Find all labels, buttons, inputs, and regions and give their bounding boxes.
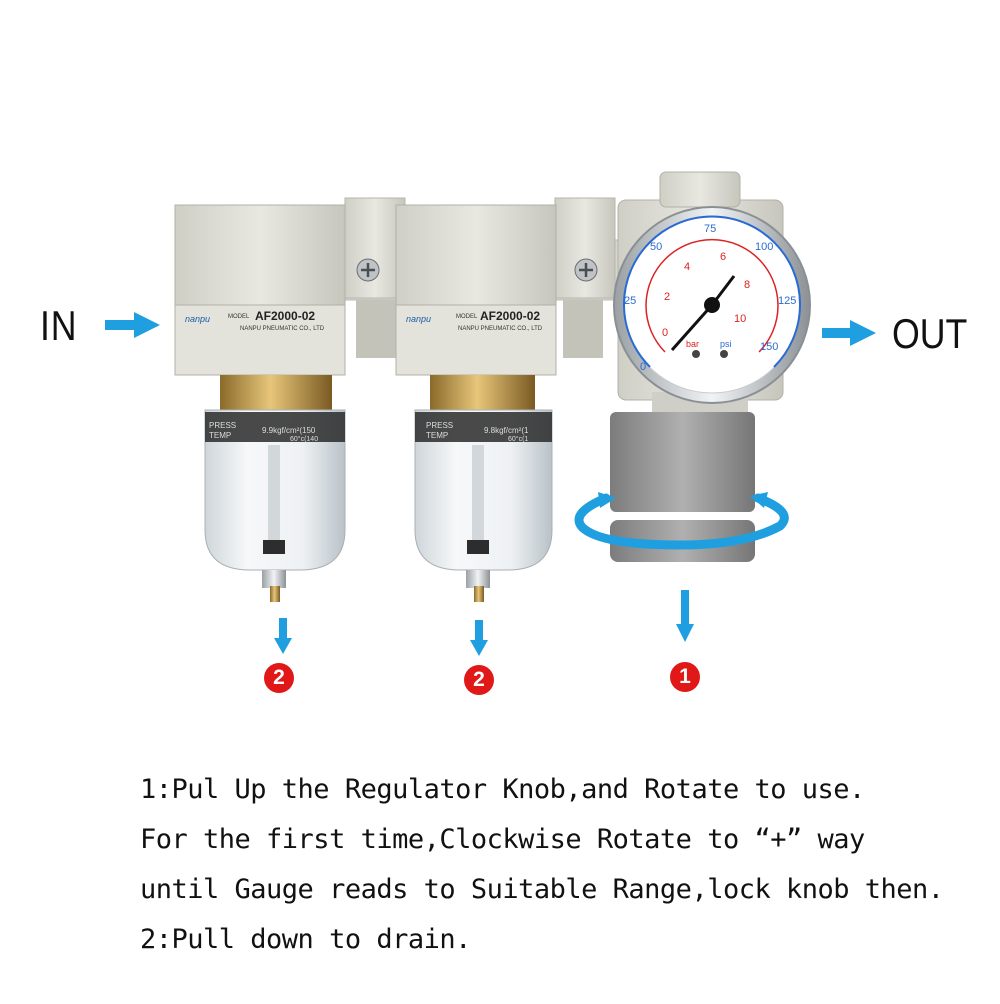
screw-slot-icon [579, 263, 593, 277]
regulator-cap [659, 171, 741, 208]
step-badge-regulator: 1 [670, 662, 700, 692]
regulator-knob[interactable] [610, 412, 755, 512]
psi-tick-label: 125 [778, 295, 796, 307]
bowl-guard-band [415, 412, 552, 442]
bar-tick-label: 8 [744, 279, 750, 291]
filter-middle: nanpu MODEL AF2000-02 NANPU PNEUMATIC CO… [395, 204, 557, 602]
bar-tick-labels: 0 2 4 6 8 10 [662, 251, 750, 339]
maker-label: NANPU PNEUMATIC CO., LTD [240, 326, 325, 332]
gauge-unit-psi: psi [720, 339, 732, 349]
instruction-line: 1:Pul Up the Regulator Knob,and Rotate t… [140, 774, 865, 805]
rotate-arrow-icon [574, 492, 789, 550]
step-badge-drain-left: 2 [264, 663, 294, 693]
drain-stem [472, 445, 484, 550]
maker-label: NANPU PNEUMATIC CO., LTD [458, 326, 543, 332]
psi-tick-label: 75 [704, 223, 716, 235]
brand-label: nanpu [185, 314, 210, 324]
drain-nozzle [270, 586, 280, 602]
inlet-label: IN [40, 302, 78, 349]
gauge-screw-icon [692, 350, 700, 358]
bar-tick-label: 4 [684, 261, 690, 273]
gauge-hub [704, 297, 720, 313]
psi-tick-label: 50 [650, 241, 662, 253]
filter-head [174, 204, 346, 311]
model-word: MODEL [228, 314, 250, 320]
gauge-unit-bar: bar [686, 339, 699, 349]
press-spec: 9.8kgf/cm²(1 [484, 426, 529, 435]
outlet-arrow-icon [822, 320, 876, 346]
drain-valve [466, 570, 490, 588]
temp-spec: 60°c(1 [508, 435, 528, 443]
bracket-right [563, 300, 603, 358]
filter-head [395, 204, 557, 311]
temp-word: TEMP [426, 431, 448, 440]
filter-left: nanpu MODEL AF2000-02 NANPU PNEUMATIC CO… [174, 204, 346, 602]
screw-slot-icon [361, 263, 375, 277]
bar-scale-arc [645, 238, 779, 353]
pull-down-arrow-icon [676, 590, 694, 642]
psi-scale-arc [623, 215, 801, 368]
psi-tick-label: 150 [760, 341, 778, 353]
drain-seal [467, 540, 489, 554]
drain-nozzle [474, 586, 484, 602]
drain-arrow-icon [470, 620, 488, 656]
gauge-screw-icon [720, 350, 728, 358]
outlet-label: OUT [892, 310, 968, 357]
psi-tick-label: 100 [755, 241, 773, 253]
drain-stem [268, 445, 280, 550]
instruction-line: 2:Pull down to drain. [140, 924, 471, 955]
drain-seal [263, 540, 285, 554]
bar-tick-label: 6 [720, 251, 726, 263]
press-spec: 9.9kgf/cm²(150 [262, 426, 316, 435]
drain-arrow-icon [274, 618, 292, 654]
bar-tick-label: 2 [664, 291, 670, 303]
gauge-needle-tail [670, 304, 714, 351]
psi-tick-labels: 0 25 50 75 100 125 150 [624, 223, 796, 373]
filter-label-plate [395, 304, 557, 376]
instructions-block: 1:Pul Up the Regulator Knob,and Rotate t… [140, 765, 980, 965]
brand-label: nanpu [406, 314, 431, 324]
psi-tick-label: 25 [624, 295, 636, 307]
bracket-left [356, 300, 396, 358]
inlet-arrow-icon [105, 312, 160, 338]
instruction-line: until Gauge reads to Suitable Range,lock… [140, 874, 944, 905]
joint-block-left [344, 197, 406, 299]
model-word: MODEL [456, 314, 478, 320]
temp-word: TEMP [209, 431, 231, 440]
bar-tick-label: 0 [662, 327, 668, 339]
filter-label-plate [174, 304, 346, 376]
drain-valve [262, 570, 286, 588]
psi-tick-label: 0 [640, 361, 646, 373]
joint-block-right [554, 197, 616, 299]
model-number: AF2000-02 [255, 309, 315, 323]
press-word: PRESS [426, 421, 453, 430]
instruction-line: For the first time,Clockwise Rotate to “… [140, 824, 865, 855]
bar-tick-label: 10 [734, 313, 746, 325]
model-number: AF2000-02 [480, 309, 540, 323]
regulator: 0 25 50 75 100 125 150 0 2 4 6 8 10 bar … [610, 171, 811, 562]
step-badge-drain-middle: 2 [464, 665, 494, 695]
bowl-guard-band [205, 412, 345, 442]
temp-spec: 60°c(140 [290, 435, 318, 443]
press-word: PRESS [209, 421, 236, 430]
